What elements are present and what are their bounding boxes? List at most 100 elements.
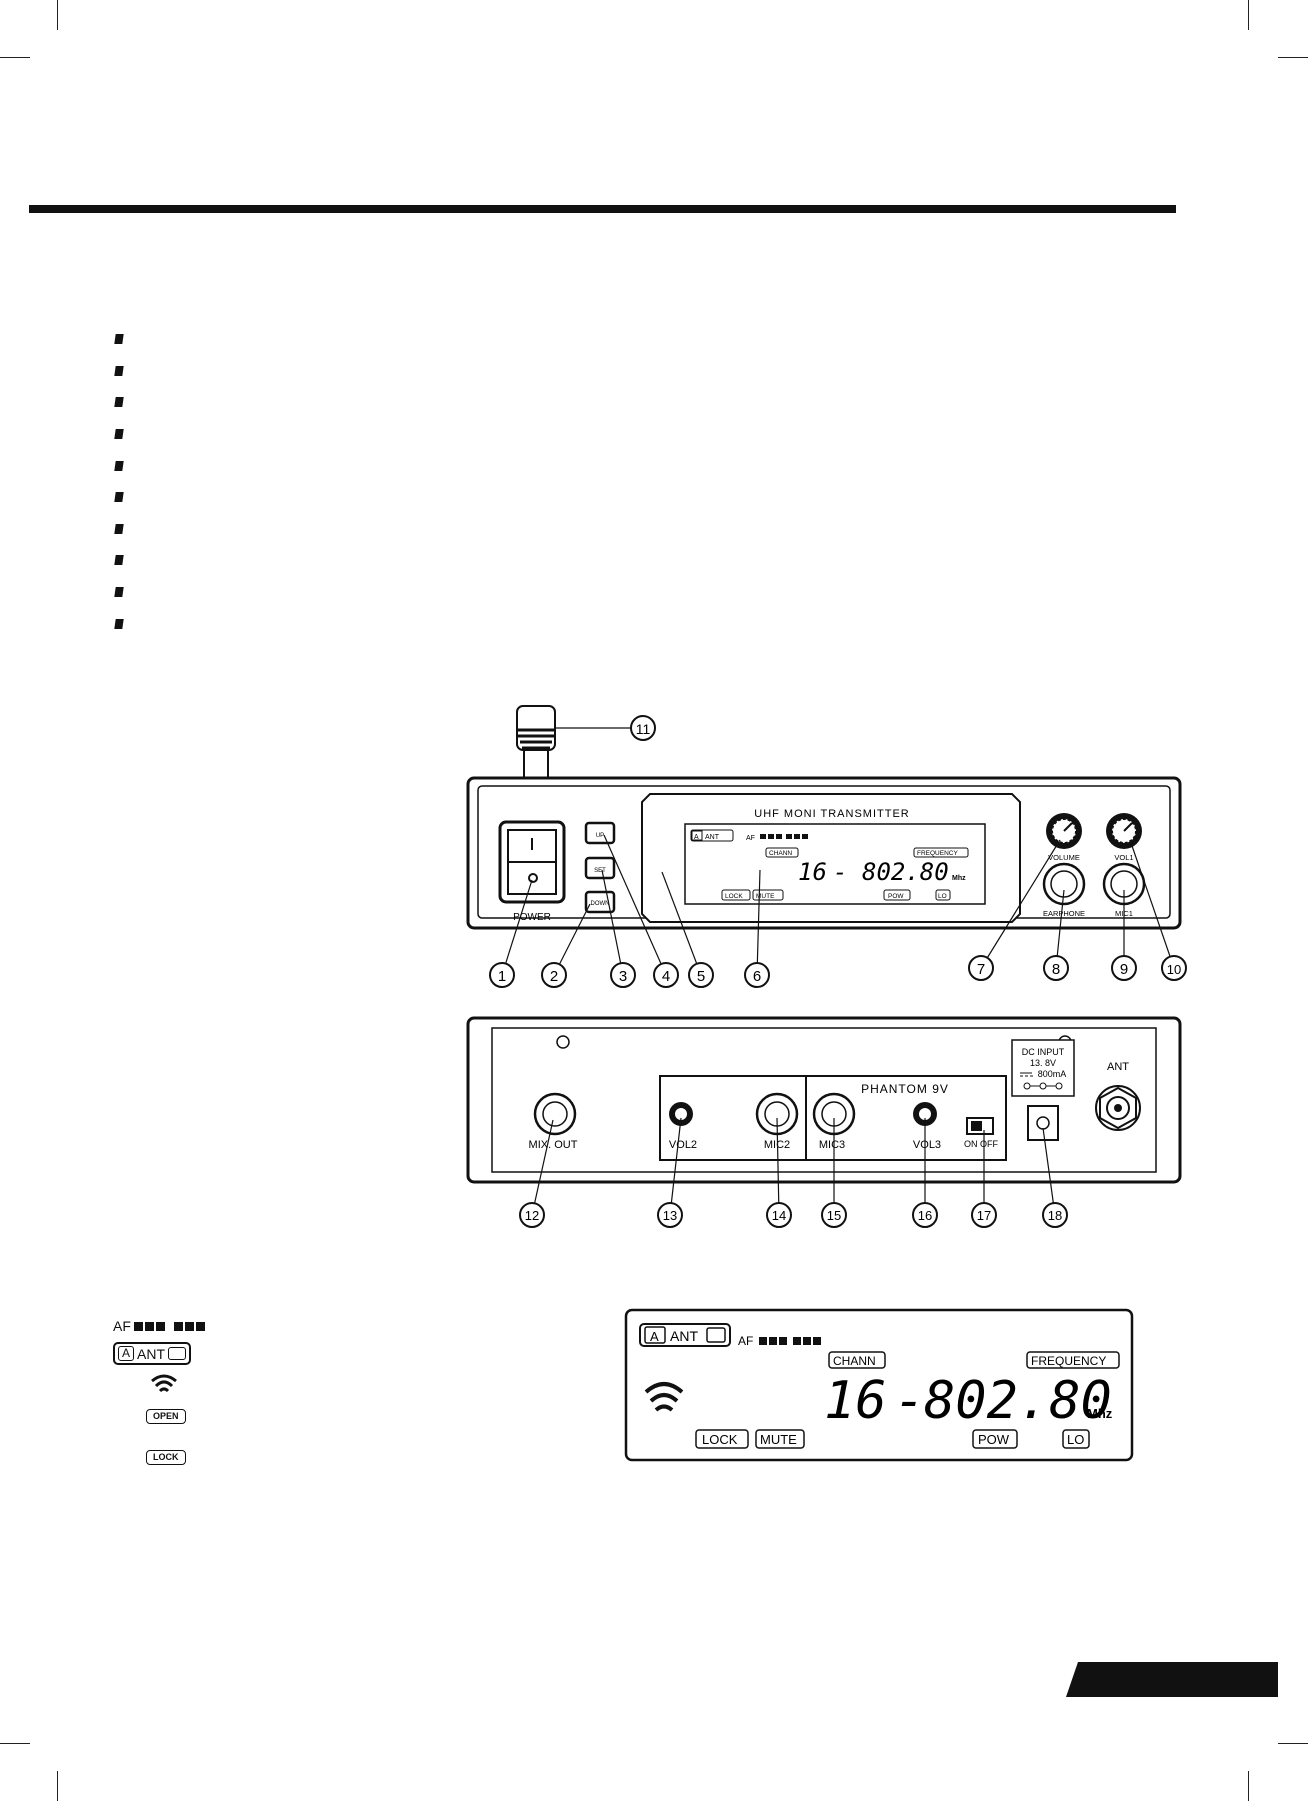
callout: 15 bbox=[821, 1202, 847, 1228]
lcd-af-label: AF bbox=[738, 1334, 753, 1348]
crop-mark bbox=[0, 1743, 30, 1744]
up-button[interactable]: UP bbox=[584, 821, 616, 845]
mic3-jack[interactable] bbox=[812, 1092, 856, 1136]
callout: 8 bbox=[1043, 955, 1069, 981]
list-bullet bbox=[114, 366, 124, 376]
rf-signal-icon bbox=[644, 1382, 684, 1412]
mic1-jack[interactable] bbox=[1102, 862, 1146, 906]
svg-text:8: 8 bbox=[1052, 961, 1060, 978]
svg-text:6: 6 bbox=[753, 968, 761, 985]
phantom-label: PHANTOM 9V bbox=[861, 1082, 949, 1096]
open-indicator: OPEN bbox=[146, 1409, 186, 1424]
vol2-knob[interactable] bbox=[669, 1102, 693, 1126]
svg-text:802.80: 802.80 bbox=[862, 858, 949, 886]
svg-text:LO: LO bbox=[938, 893, 947, 900]
svg-text:ANT: ANT bbox=[670, 1328, 698, 1344]
legend-af-label: AF bbox=[113, 1318, 131, 1334]
list-bullet bbox=[114, 619, 124, 629]
crop-mark bbox=[1248, 1771, 1249, 1801]
af-meter-icon bbox=[759, 1337, 821, 1345]
callout: 6 bbox=[744, 962, 770, 988]
crop-mark bbox=[57, 1771, 58, 1801]
lcd-lock-label: LOCK bbox=[702, 1432, 738, 1447]
callout: 13 bbox=[657, 1202, 683, 1228]
vol2-label: VOL2 bbox=[669, 1139, 697, 1151]
svg-text:A: A bbox=[650, 1329, 659, 1344]
callout: 4 bbox=[653, 962, 679, 988]
callout: 5 bbox=[688, 962, 714, 988]
svg-text:3: 3 bbox=[619, 968, 627, 985]
vol3-knob[interactable] bbox=[913, 1102, 937, 1126]
crop-mark bbox=[57, 0, 58, 30]
svg-text:MUTE: MUTE bbox=[756, 893, 775, 900]
switch-label: ON OFF bbox=[964, 1139, 998, 1149]
svg-text:14: 14 bbox=[772, 1208, 786, 1223]
set-button[interactable]: SET bbox=[584, 856, 616, 880]
lcd-chann-label: CHANN bbox=[833, 1354, 876, 1368]
vol1-knob[interactable] bbox=[1106, 813, 1142, 849]
front-panel-diagram: POWER UP SET DOWN UHF MONI TRANSMITTER A… bbox=[466, 705, 1187, 988]
svg-text:9: 9 bbox=[1120, 961, 1128, 978]
lcd-unit: Mhz bbox=[1087, 1406, 1113, 1421]
mix-out-label: MIX. OUT bbox=[529, 1139, 578, 1151]
antenna-indicator-icon: A ANT bbox=[113, 1342, 192, 1365]
antenna-connector[interactable] bbox=[1095, 1085, 1141, 1131]
lcd-pow-label: POW bbox=[978, 1432, 1010, 1447]
dc-jack[interactable] bbox=[1027, 1105, 1059, 1141]
rf-signal-icon bbox=[151, 1374, 177, 1393]
callout: 17 bbox=[971, 1202, 997, 1228]
list-bullet bbox=[114, 461, 124, 471]
list-bullet bbox=[114, 429, 124, 439]
svg-text:16: 16 bbox=[918, 1208, 932, 1223]
lcd-antenna-indicator: A ANT bbox=[639, 1323, 731, 1347]
lcd-display: A ANT AF CHANN FREQUENCY 16 - 802.80 Mhz… bbox=[624, 1308, 1134, 1462]
lcd-frequency-value: 802.80 bbox=[924, 1371, 1112, 1431]
callout: 10 bbox=[1161, 955, 1187, 981]
lcd-frequency-label: FREQUENCY bbox=[1031, 1354, 1106, 1368]
list-bullet bbox=[114, 334, 124, 344]
svg-text:11: 11 bbox=[636, 721, 651, 737]
svg-text:DOWN: DOWN bbox=[591, 901, 610, 907]
svg-text:ANT: ANT bbox=[705, 834, 720, 841]
svg-text:7: 7 bbox=[977, 961, 985, 978]
list-bullet bbox=[114, 397, 124, 407]
mic2-jack[interactable] bbox=[755, 1092, 799, 1136]
svg-text:1: 1 bbox=[498, 968, 506, 985]
callout: 9 bbox=[1111, 955, 1137, 981]
svg-text:10: 10 bbox=[1167, 962, 1181, 977]
antenna-icon bbox=[516, 705, 556, 781]
svg-text:2: 2 bbox=[550, 968, 558, 985]
power-switch[interactable] bbox=[498, 820, 566, 904]
list-bullet bbox=[114, 587, 124, 597]
power-label: POWER bbox=[513, 912, 551, 923]
lcd-channel-value: 16 bbox=[824, 1371, 887, 1431]
svg-text:FREQUENCY: FREQUENCY bbox=[917, 850, 958, 857]
svg-text:AF: AF bbox=[746, 835, 755, 842]
svg-text:LOCK: LOCK bbox=[725, 893, 743, 900]
svg-text:A: A bbox=[694, 834, 699, 841]
callout: 18 bbox=[1042, 1202, 1068, 1228]
ant-label: ANT bbox=[1107, 1061, 1129, 1073]
svg-text:SET: SET bbox=[594, 868, 606, 874]
volume-knob[interactable] bbox=[1046, 813, 1082, 849]
callout: 1 bbox=[489, 962, 515, 988]
earphone-label: EARPHONE bbox=[1043, 909, 1085, 918]
crop-mark bbox=[1278, 57, 1308, 58]
phantom-switch[interactable] bbox=[966, 1117, 994, 1135]
crop-mark bbox=[0, 57, 30, 58]
lcd-mute-label: MUTE bbox=[760, 1432, 797, 1447]
callout: 11 bbox=[630, 715, 656, 741]
svg-text:CHANN: CHANN bbox=[769, 850, 792, 857]
svg-text:Mhz: Mhz bbox=[952, 875, 966, 882]
callout: 14 bbox=[766, 1202, 792, 1228]
earphone-jack[interactable] bbox=[1042, 862, 1086, 906]
lcd-lo-label: LO bbox=[1067, 1432, 1084, 1447]
list-bullet bbox=[114, 524, 124, 534]
page-tab bbox=[1066, 1662, 1278, 1697]
mic3-label: MIC3 bbox=[819, 1139, 845, 1151]
mix-out-jack[interactable] bbox=[533, 1092, 577, 1136]
callout: 2 bbox=[541, 962, 567, 988]
svg-text:15: 15 bbox=[827, 1208, 841, 1223]
svg-text:13: 13 bbox=[663, 1208, 677, 1223]
dc-current: 800mA bbox=[1038, 1069, 1067, 1079]
